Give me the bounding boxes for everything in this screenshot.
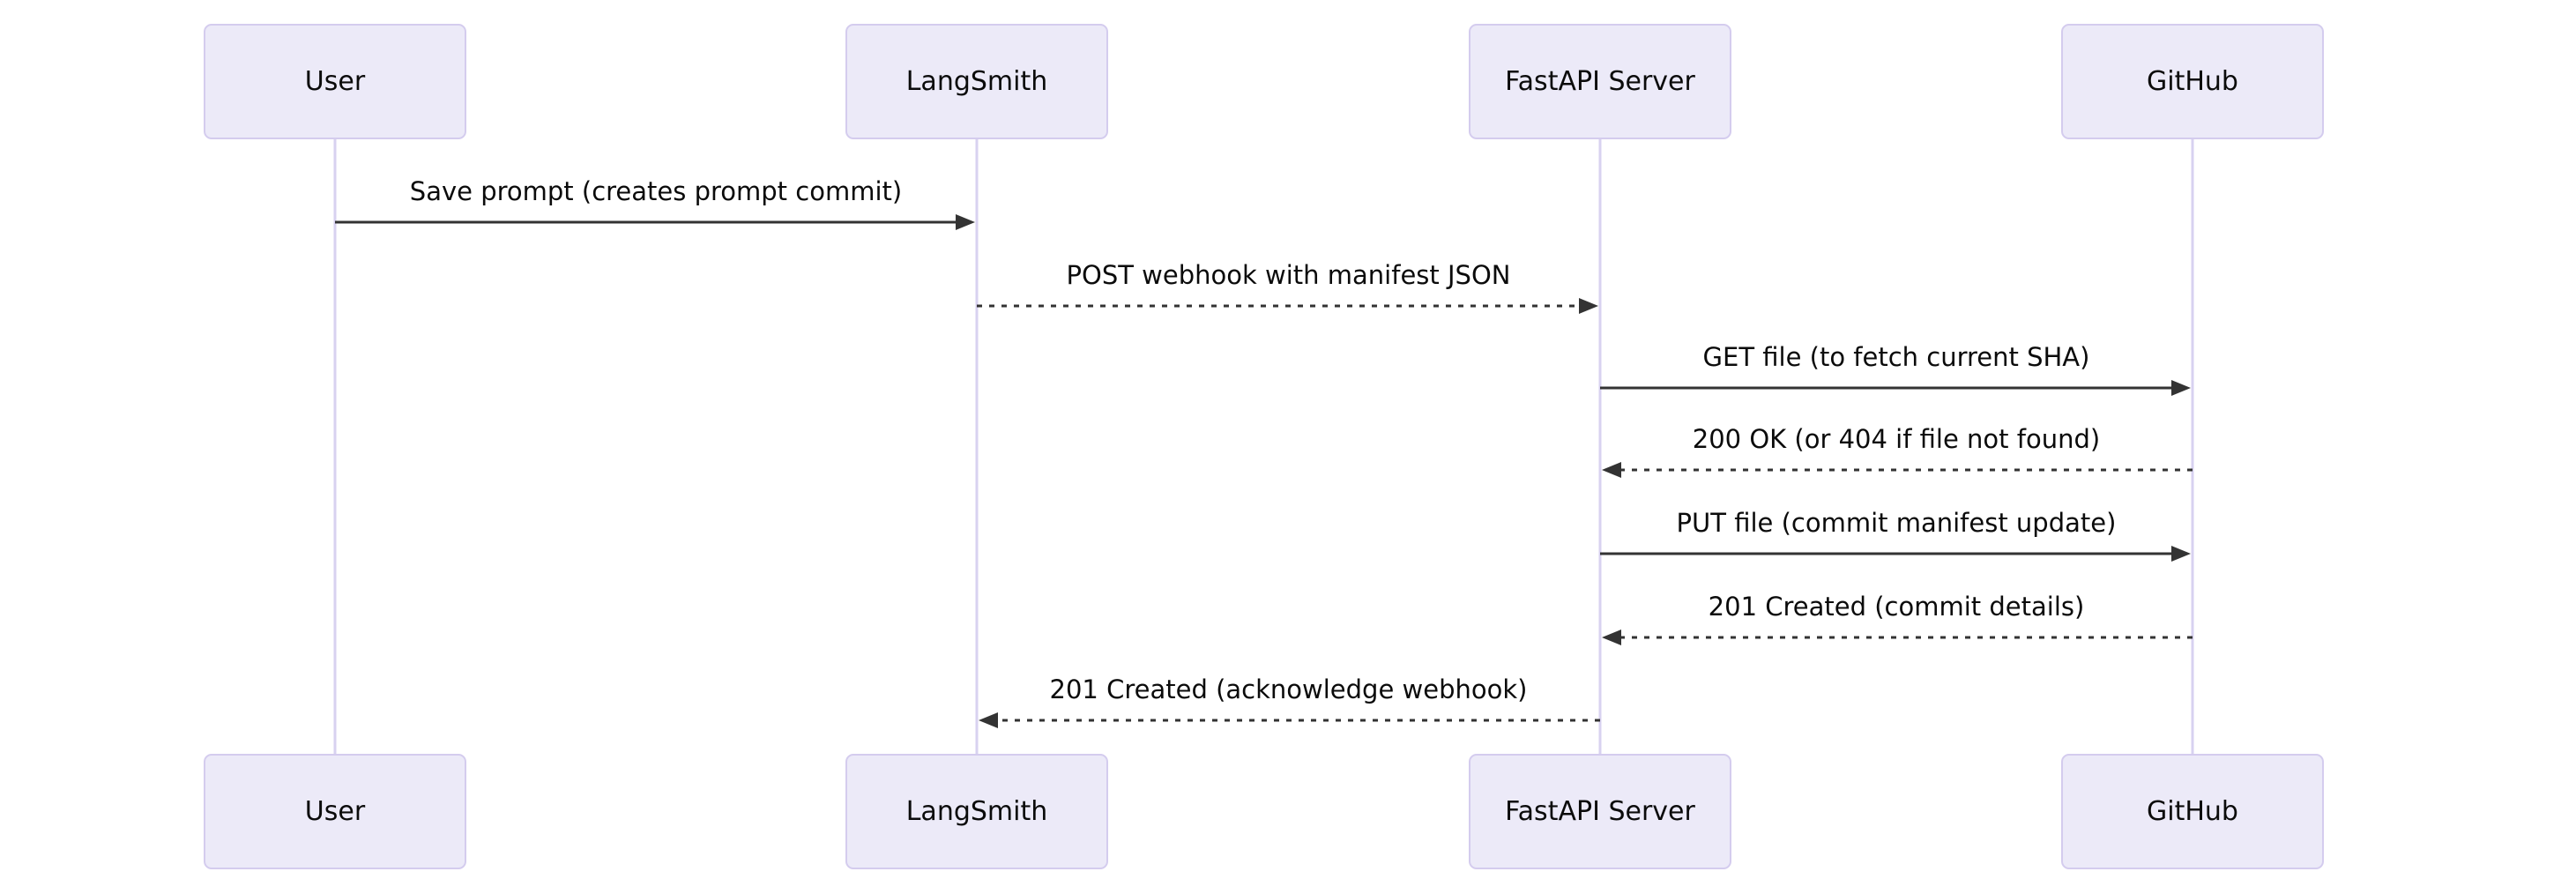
actor-label-github-top: GitHub [2147,66,2238,97]
actor-label-langsmith-top: LangSmith [906,66,1048,97]
actor-box-fastapi-bottom [1469,754,1731,869]
actor-user-top: User [204,24,466,139]
actors-top-layer: User LangSmith FastAPI Server GitHub [204,24,2324,139]
actor-box-user-bottom [204,754,466,869]
actor-langsmith-top: LangSmith [845,24,1108,139]
message-5: PUT file (commit manifest update) [1600,508,2191,562]
message-label-6: 201 Created (commit details) [1709,592,2085,622]
actor-github-top: GitHub [2061,24,2324,139]
actor-label-github-bottom: GitHub [2147,796,2238,827]
message-label-4: 200 OK (or 404 if file not found) [1693,424,2100,454]
message-7: 201 Created (acknowledge webhook) [979,674,1600,728]
message-arrowhead-2 [1579,298,1598,314]
actor-langsmith-bottom: LangSmith [845,754,1108,869]
message-4: 200 OK (or 404 if file not found) [1602,424,2193,478]
message-label-2: POST webhook with manifest JSON [1067,260,1511,290]
actor-box-fastapi-top [1469,24,1731,139]
message-label-1: Save prompt (creates prompt commit) [410,176,902,206]
actor-label-langsmith-bottom: LangSmith [906,796,1048,827]
message-arrowhead-1 [956,214,975,230]
message-label-7: 201 Created (acknowledge webhook) [1050,674,1528,704]
message-3: GET file (to fetch current SHA) [1600,342,2191,396]
message-arrowhead-4 [1602,462,1621,478]
messages-layer: Save prompt (creates prompt commit) POST … [335,176,2193,728]
actor-user-bottom: User [204,754,466,869]
message-label-5: PUT file (commit manifest update) [1677,508,2117,538]
actor-label-fastapi-bottom: FastAPI Server [1505,796,1695,827]
message-arrowhead-5 [2171,546,2191,562]
actor-label-user-top: User [305,66,366,97]
actor-github-bottom: GitHub [2061,754,2324,869]
message-arrowhead-3 [2171,380,2191,396]
actor-box-github-bottom [2061,754,2324,869]
actor-box-user-top [204,24,466,139]
message-label-3: GET file (to fetch current SHA) [1703,342,2090,372]
message-arrowhead-7 [979,712,998,728]
lifelines-layer [333,138,2194,755]
actor-label-fastapi-top: FastAPI Server [1505,66,1695,97]
message-1: Save prompt (creates prompt commit) [335,176,975,230]
message-2: POST webhook with manifest JSON [977,260,1598,314]
actor-fastapi-top: FastAPI Server [1469,24,1731,139]
actor-box-langsmith-bottom [845,754,1108,869]
actor-label-user-bottom: User [305,796,366,827]
actor-box-github-top [2061,24,2324,139]
actor-fastapi-bottom: FastAPI Server [1469,754,1731,869]
actor-box-langsmith-top [845,24,1108,139]
message-6: 201 Created (commit details) [1602,592,2193,645]
message-arrowhead-6 [1602,630,1621,645]
actors-bottom-layer: User LangSmith FastAPI Server GitHub [204,754,2324,869]
